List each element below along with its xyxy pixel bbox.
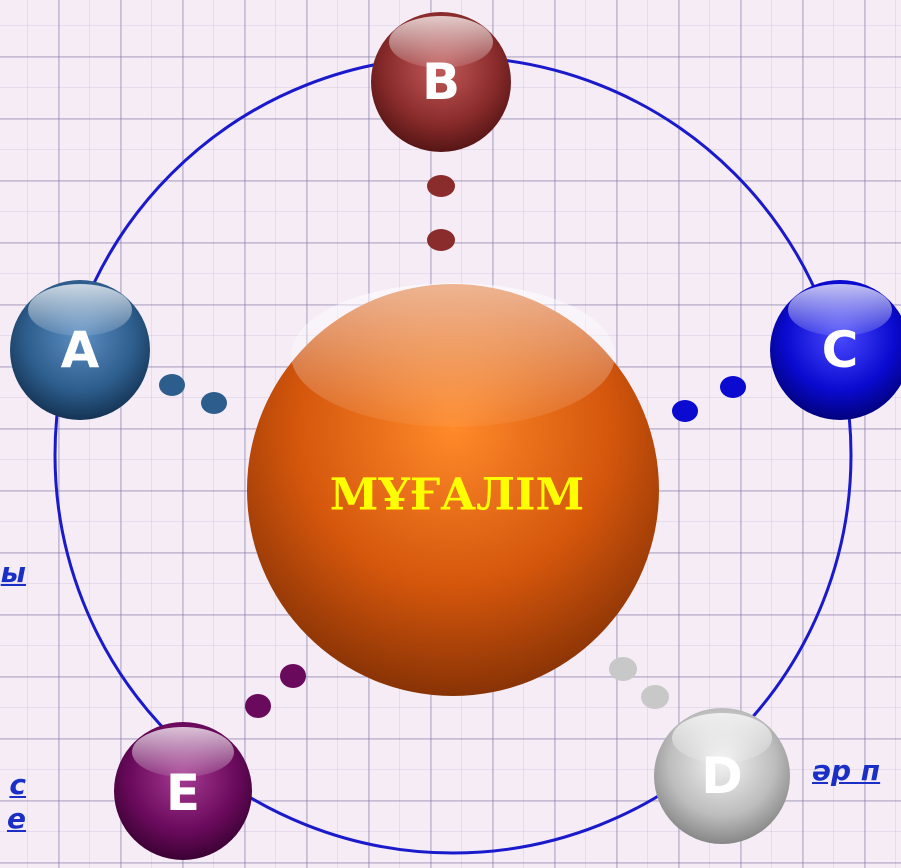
connector-b — [427, 175, 455, 251]
link-left-2-clip: с — [0, 768, 26, 808]
connector-d — [609, 657, 669, 709]
connector-e — [245, 664, 306, 718]
node-d-label: D — [701, 747, 743, 805]
link-left-2[interactable]: с — [9, 768, 26, 801]
hub-sphere: МҰҒАЛІМ — [247, 283, 659, 696]
node-c-label: C — [822, 321, 859, 379]
node-a-label: A — [61, 321, 100, 379]
node-d[interactable]: D — [654, 708, 790, 844]
hub-label: МҰҒАЛІМ — [330, 470, 585, 521]
link-left-3[interactable]: е — [7, 802, 26, 835]
link-left-1-clip: ы — [0, 556, 26, 596]
connector-a — [159, 374, 227, 414]
link-right-d[interactable]: әр п — [812, 754, 881, 787]
node-e-label: E — [166, 764, 200, 822]
node-a[interactable]: A — [10, 280, 150, 420]
link-left-1[interactable]: ы — [0, 556, 26, 589]
connector-c — [672, 376, 746, 422]
node-b-label: B — [422, 53, 460, 111]
node-c[interactable]: C — [770, 280, 901, 420]
link-left-3-clip: е — [0, 802, 26, 842]
node-e[interactable]: E — [114, 722, 252, 860]
node-b[interactable]: B — [371, 12, 511, 152]
